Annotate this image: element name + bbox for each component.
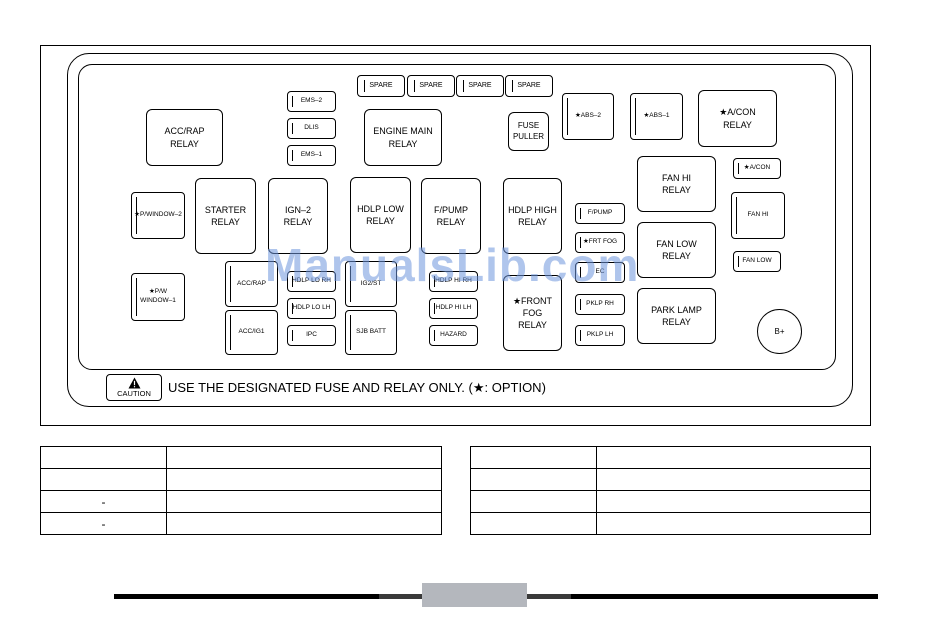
table-cell xyxy=(596,512,871,535)
ec-fuse: EC xyxy=(575,262,625,283)
table-row xyxy=(470,468,871,491)
dlis-fuse: DLIS xyxy=(287,118,336,139)
fpump-fuse: F/PUMP xyxy=(575,203,625,224)
table-cell xyxy=(470,446,597,469)
table-row xyxy=(40,446,442,469)
table-cell xyxy=(470,512,597,535)
table-cell xyxy=(166,490,442,513)
spare-fuse-3: SPARE xyxy=(456,75,504,97)
caution-label-box: CAUTION xyxy=(106,374,162,401)
watermark: ManualsLib.com xyxy=(265,239,640,291)
sjb-batt-fuse: SJB BATT xyxy=(345,310,397,355)
pwindow2-fuse: ★P/WINDOW–2 xyxy=(131,192,185,239)
table-cell xyxy=(166,468,442,491)
acon-fuse: ★A/CON xyxy=(733,158,781,179)
abs2-fuse: ★ABS–2 xyxy=(562,93,614,140)
table-cell xyxy=(470,490,597,513)
engine-main-relay: ENGINE MAIN RELAY xyxy=(364,109,442,166)
pwindow1-fuse: ★P/W WINDOW–1 xyxy=(131,273,185,321)
fan-hi-relay: FAN HI RELAY xyxy=(637,156,716,212)
ign2-relay: IGN–2 RELAY xyxy=(268,178,328,254)
table-cell xyxy=(166,512,442,535)
fuse-box-outline xyxy=(67,53,853,407)
fuse-puller: FUSE PULLER xyxy=(508,112,549,151)
pklp-rh-fuse: PKLP RH xyxy=(575,294,625,315)
table-cell xyxy=(596,446,871,469)
fuse-box-panel xyxy=(78,64,836,370)
ems2-fuse: EMS–2 xyxy=(287,91,336,112)
footer-rule-left xyxy=(114,594,379,599)
ig2-st-fuse: IG2/ST xyxy=(345,261,397,307)
left-fuse-table: - - xyxy=(40,446,442,535)
table-cell: - xyxy=(40,512,167,535)
table-row xyxy=(470,512,871,535)
table-cell xyxy=(40,446,167,469)
right-fuse-table xyxy=(470,446,871,535)
page-number-tab xyxy=(422,583,527,607)
hdlp-lo-rh-fuse: HDLP LO RH xyxy=(287,271,336,292)
table-cell xyxy=(596,468,871,491)
hazard-fuse: HAZARD xyxy=(429,325,478,346)
fan-hi-fuse: FAN HI xyxy=(731,192,785,239)
b-plus-terminal: B+ xyxy=(757,309,802,354)
fan-low-relay: FAN LOW RELAY xyxy=(637,222,716,278)
spare-fuse-4: SPARE xyxy=(505,75,553,97)
acc-rap-relay: ACC/RAP RELAY xyxy=(146,109,223,166)
spare-fuse-2: SPARE xyxy=(407,75,455,97)
warning-triangle-icon xyxy=(128,377,141,389)
table-cell xyxy=(596,490,871,513)
acc-ig1-fuse: ACC/IG1 xyxy=(225,310,278,355)
ems1-fuse: EMS–1 xyxy=(287,145,336,166)
table-cell xyxy=(470,468,597,491)
table-row xyxy=(40,468,442,491)
spare-fuse-1: SPARE xyxy=(357,75,405,97)
hdlp-lo-lh-fuse: HDLP LO LH xyxy=(287,298,336,319)
acc-rap-fuse: ACC/RAP xyxy=(225,261,278,307)
table-row xyxy=(470,446,871,469)
table-cell xyxy=(40,468,167,491)
fuse-box-figure-frame xyxy=(40,45,871,426)
table-cell: - xyxy=(40,490,167,513)
abs1-fuse: ★ABS–1 xyxy=(630,93,683,140)
park-lamp-relay: PARK LAMP RELAY xyxy=(637,288,716,344)
ipc-fuse: IPC xyxy=(287,325,336,346)
fpump-relay: F/PUMP RELAY xyxy=(421,178,481,254)
pklp-lh-fuse: PKLP LH xyxy=(575,325,625,346)
front-fog-relay: ★FRONT FOG RELAY xyxy=(503,275,562,351)
acon-relay: ★A/CON RELAY xyxy=(698,90,777,147)
table-cell xyxy=(166,446,442,469)
caution-text: CAUTION xyxy=(117,389,151,398)
table-row: - xyxy=(40,512,442,535)
fan-low-fuse: FAN LOW xyxy=(733,251,781,272)
hdlp-high-relay: HDLP HIGH RELAY xyxy=(503,178,562,254)
table-row xyxy=(470,490,871,513)
hdlp-hi-lh-fuse: HDLP HI LH xyxy=(429,298,478,319)
designated-fuse-note: USE THE DESIGNATED FUSE AND RELAY ONLY. … xyxy=(168,380,546,395)
table-row: - xyxy=(40,490,442,513)
hdlp-hi-rh-fuse: HDLP HI RH xyxy=(429,271,478,292)
footer-rule-right xyxy=(571,594,878,599)
starter-relay: STARTER RELAY xyxy=(195,178,256,254)
hdlp-low-relay: HDLP LOW RELAY xyxy=(350,177,411,253)
frt-fog-fuse: ★FRT FOG xyxy=(575,232,625,253)
